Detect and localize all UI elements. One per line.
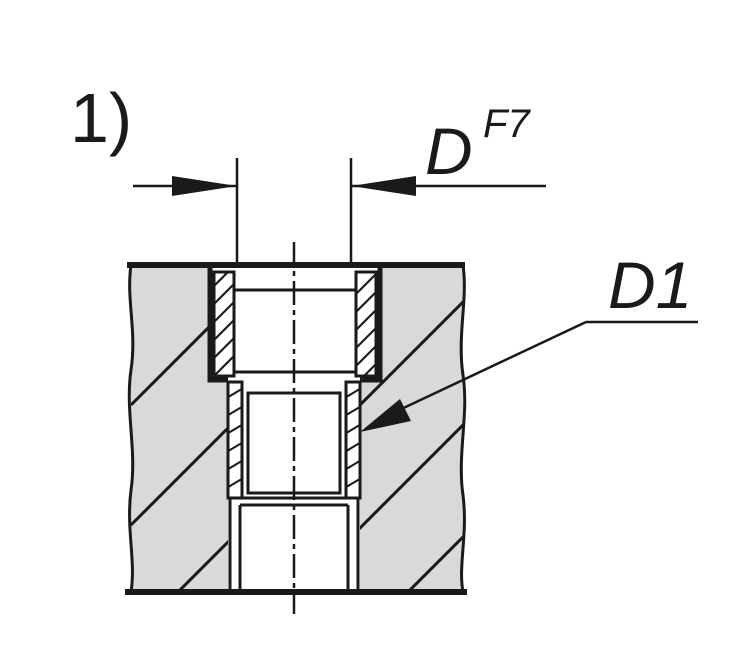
dimension-arrow-left: [172, 176, 237, 196]
bore-label: D1: [608, 248, 692, 322]
housing-section-right: [360, 265, 463, 592]
counterbore-outline-right: [360, 265, 383, 383]
dimension-label: D: [425, 114, 473, 188]
thread-left-wall: [226, 380, 244, 500]
break-line-left: [127, 264, 135, 593]
dimension-arrow-right: [351, 176, 416, 196]
leader-d1: [360, 320, 698, 432]
leader-arrow: [360, 399, 411, 432]
thread-right-wall: [344, 380, 362, 500]
break-line-right: [459, 264, 467, 593]
dimension-d: [133, 158, 546, 262]
tolerance-label: F7: [483, 102, 531, 146]
note-number: 1): [70, 79, 132, 157]
housing-section-left: [131, 265, 228, 592]
bushing-left-wall: [212, 270, 236, 378]
counterbore-outline: [207, 265, 228, 383]
bushing-right-wall: [354, 270, 378, 378]
